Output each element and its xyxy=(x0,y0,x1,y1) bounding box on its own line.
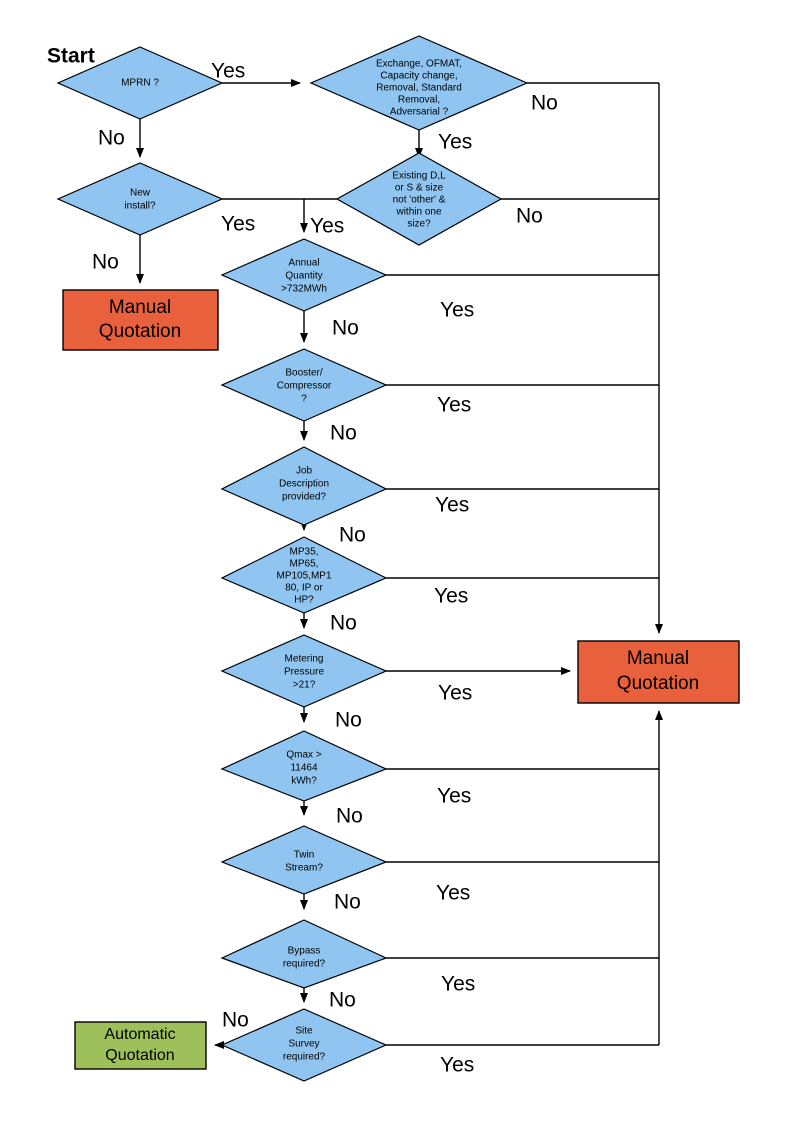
node-jobdesc-line-2: provided? xyxy=(282,492,326,503)
node-site-survey[interactable]: Site Survey required? xyxy=(220,1008,388,1082)
node-twin-line-0: Twin xyxy=(294,850,315,861)
node-mp-class[interactable]: MP35, MP65, MP105,MP1 80, IP or HP? xyxy=(220,536,388,614)
node-annual-line-2: >732MWh xyxy=(281,284,327,295)
node-existing-line-4: size? xyxy=(407,219,431,230)
node-automatic-quotation[interactable]: Automatic Quotation xyxy=(74,1021,207,1070)
node-qmax[interactable]: Qmax > 11464 kWh? xyxy=(220,730,388,802)
edge-label-jobdesc-no: No xyxy=(339,524,366,547)
node-bypass-line-1: required? xyxy=(283,959,326,970)
node-exchange-line-3: Removal, xyxy=(398,95,440,106)
node-mprn-line-0: MPRN ? xyxy=(121,78,159,89)
edge-label-newinstall-yes: Yes xyxy=(221,213,255,236)
node-mpclass-line-2: MP105,MP1 xyxy=(276,571,331,582)
edge-label-qmax-yes: Yes xyxy=(437,785,471,808)
node-existing-line-3: within one xyxy=(395,207,441,218)
start-label: Start xyxy=(47,45,95,68)
node-twin-line-1: Stream? xyxy=(285,863,323,874)
edge-label-qmax-no: No xyxy=(336,805,363,828)
node-newinstall-line-0: New xyxy=(130,188,151,199)
node-newinstall-line-1: install? xyxy=(124,201,156,212)
node-booster-line-2: ? xyxy=(301,394,307,405)
node-metering-line-2: >21? xyxy=(293,680,316,691)
edge-label-jobdesc-yes: Yes xyxy=(435,494,469,517)
node-qmax-line-1: 11464 xyxy=(290,763,318,774)
node-jobdesc-line-0: Job xyxy=(296,466,313,477)
node-existing-line-2: not 'other' & xyxy=(393,195,446,206)
edge-label-bypass-no: No xyxy=(329,989,356,1012)
node-mpclass-line-3: 80, IP or xyxy=(285,583,323,594)
edge-label-booster-yes: Yes xyxy=(437,394,471,417)
edge-label-twin-no: No xyxy=(334,891,361,914)
edge-label-annual-yes: Yes xyxy=(440,299,474,322)
edge-label-mprn-no: No xyxy=(98,127,125,150)
connector-layer xyxy=(136,79,663,1049)
edge-label-exchange-no: No xyxy=(531,92,558,115)
node-metering-line-1: Pressure xyxy=(284,667,324,678)
node-booster[interactable]: Booster/ Compressor ? xyxy=(220,348,388,422)
edge-label-twin-yes: Yes xyxy=(436,882,470,905)
manual-left-line-1: Quotation xyxy=(99,321,181,342)
node-annual-quantity[interactable]: Annual Quantity >732MWh xyxy=(220,238,388,312)
edge-label-mprn-yes: Yes xyxy=(211,60,245,83)
node-metering-pressure[interactable]: Metering Pressure >21? xyxy=(220,634,388,708)
node-exchange-line-0: Exchange, OFMAT, xyxy=(376,59,462,70)
edge-label-mpclass-yes: Yes xyxy=(434,585,468,608)
manual-left-line-0: Manual xyxy=(109,297,171,318)
node-annual-line-0: Annual xyxy=(288,258,319,269)
edge-label-newinstall-no: No xyxy=(92,251,119,274)
node-existing-line-1: or S & size xyxy=(395,183,444,194)
manual-right-line-0: Manual xyxy=(627,648,689,669)
automatic-line-1: Quotation xyxy=(105,1047,174,1064)
node-twin-stream[interactable]: Twin Stream? xyxy=(220,825,388,895)
node-newinstall[interactable]: New install? xyxy=(56,162,224,236)
node-bypass[interactable]: Bypass required? xyxy=(220,919,388,989)
node-booster-line-1: Compressor xyxy=(277,381,332,392)
edge-label-booster-no: No xyxy=(330,422,357,445)
node-qmax-line-2: kWh? xyxy=(291,776,317,787)
edge-label-mpclass-no: No xyxy=(330,612,357,635)
node-booster-line-0: Booster/ xyxy=(285,368,322,379)
node-mpclass-line-4: HP? xyxy=(294,595,314,606)
node-manual-quotation-left[interactable]: Manual Quotation xyxy=(62,289,219,351)
node-existing-line-0: Existing D,L xyxy=(392,171,446,182)
node-job-description[interactable]: Job Description provided? xyxy=(220,446,388,526)
edge-label-metering-yes: Yes xyxy=(438,682,472,705)
node-sitesurvey-line-1: Survey xyxy=(288,1039,319,1050)
automatic-line-0: Automatic xyxy=(104,1026,175,1043)
node-layer: MPRN ? Exchange, OFMAT, Capacity change,… xyxy=(56,35,740,1082)
node-exchange-line-2: Removal, Standard xyxy=(376,83,462,94)
edge-label-bypass-yes: Yes xyxy=(441,973,475,996)
edge-label-sitesurvey-yes: Yes xyxy=(440,1054,474,1077)
node-bypass-line-0: Bypass xyxy=(288,946,321,957)
node-mpclass-line-1: MP65, xyxy=(290,559,319,570)
node-mprn[interactable]: MPRN ? xyxy=(56,46,224,120)
node-mpclass-line-0: MP35, xyxy=(290,547,319,558)
node-sitesurvey-line-2: required? xyxy=(283,1052,326,1063)
node-sitesurvey-line-0: Site xyxy=(295,1026,313,1037)
node-manual-quotation-right[interactable]: Manual Quotation xyxy=(577,640,740,704)
node-exchange-line-4: Adversarial ? xyxy=(390,107,449,118)
edge-label-exchange-yes: Yes xyxy=(438,131,472,154)
edge-label-metering-no: No xyxy=(335,709,362,732)
node-jobdesc-line-1: Description xyxy=(279,479,329,490)
label-layer: Start Yes No Yes No Yes No Yes No Yes No… xyxy=(47,45,558,1077)
node-existing[interactable]: Existing D,L or S & size not 'other' & w… xyxy=(335,152,503,246)
node-qmax-line-0: Qmax > xyxy=(286,750,321,761)
manual-right-line-1: Quotation xyxy=(617,673,699,694)
edge-label-existing-yes: Yes xyxy=(310,215,344,238)
edge-label-existing-no: No xyxy=(516,205,543,228)
node-exchange-line-1: Capacity change, xyxy=(380,71,457,82)
node-metering-line-0: Metering xyxy=(285,654,324,665)
edge-label-sitesurvey-no: No xyxy=(222,1009,249,1032)
edge-label-annual-no: No xyxy=(332,317,359,340)
node-exchange[interactable]: Exchange, OFMAT, Capacity change, Remova… xyxy=(309,35,529,131)
node-annual-line-1: Quantity xyxy=(285,271,322,282)
